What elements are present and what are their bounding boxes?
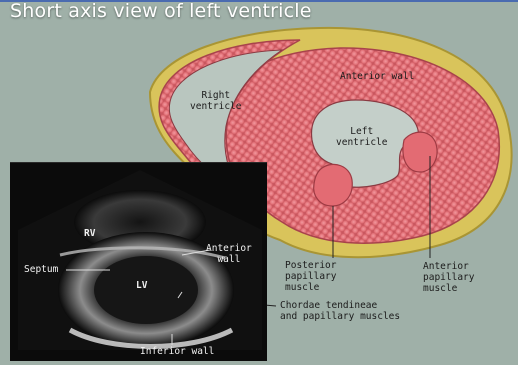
label-anterior-papillary: Anterior papillary muscle	[423, 261, 474, 294]
echo-label-rv: RV	[84, 228, 95, 239]
label-chordae: Chordae tendineae and papillary muscles	[280, 300, 400, 322]
label-anterior-pap-line3: muscle	[423, 283, 474, 294]
label-posterior-line1: Posterior	[285, 260, 336, 271]
label-right-ventricle-line1: Right	[190, 90, 241, 101]
label-anterior-pap-line1: Anterior	[423, 261, 474, 272]
label-anterior-wall: Anterior wall	[340, 71, 414, 82]
label-chordae-line1: Chordae tendineae	[280, 300, 400, 311]
label-posterior-line3: muscle	[285, 282, 336, 293]
label-chordae-line2: and papillary muscles	[280, 311, 400, 322]
label-posterior-line2: papillary	[285, 271, 336, 282]
label-left-ventricle: Left ventricle	[336, 126, 387, 148]
echo-label-anterior-line1: Anterior	[206, 243, 252, 254]
echo-label-inferior-wall: Inferior wall	[140, 346, 214, 357]
echo-label-anterior-wall: Anterior wall	[206, 243, 252, 265]
label-anterior-pap-line2: papillary	[423, 272, 474, 283]
label-posterior-papillary: Posterior papillary muscle	[285, 260, 336, 293]
echo-label-lv: LV	[136, 280, 147, 291]
label-right-ventricle-line2: ventricle	[190, 101, 241, 112]
label-left-ventricle-line1: Left	[336, 126, 387, 137]
echo-label-septum: Septum	[24, 264, 58, 275]
label-right-ventricle: Right ventricle	[190, 90, 241, 112]
echo-label-anterior-line2: wall	[206, 254, 252, 265]
label-left-ventricle-line2: ventricle	[336, 137, 387, 148]
